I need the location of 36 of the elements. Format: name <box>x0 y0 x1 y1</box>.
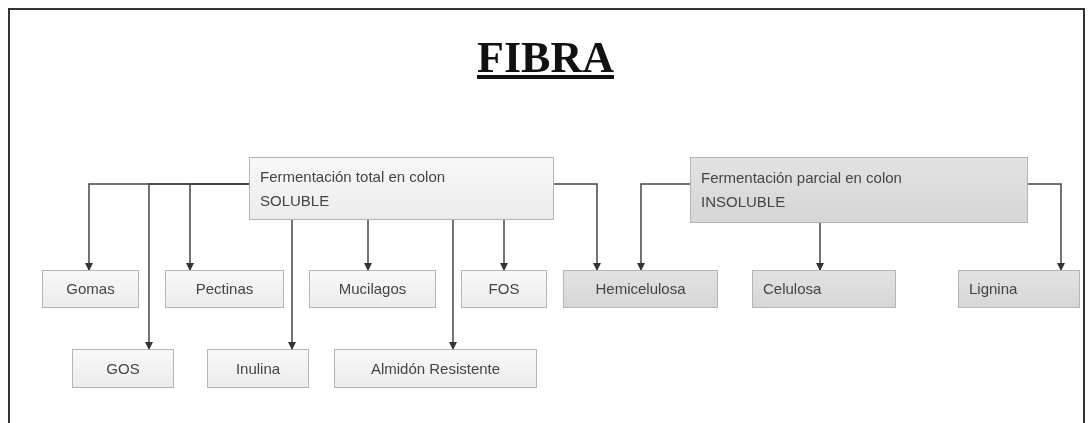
box-text: Pectinas <box>195 279 254 299</box>
category-box <box>334 349 537 388</box>
box-text: Fermentación parcial en colon <box>701 168 902 188</box>
box-text: Celulosa <box>763 279 822 299</box>
box-text: INSOLUBLE <box>701 192 786 212</box>
category-box <box>309 270 436 308</box>
connector-arrow <box>637 183 691 271</box>
connector-arrow <box>500 219 508 271</box>
category-box <box>249 157 554 220</box>
connector-arrow <box>364 219 372 271</box>
category-box <box>563 270 718 308</box>
category-box <box>752 270 896 308</box>
box-text: Almidón Resistente <box>370 358 501 379</box>
box-text: Hemicelulosa <box>595 279 686 299</box>
connector-arrow <box>449 219 457 350</box>
box-text: Lignina <box>969 279 1018 299</box>
box-text: SOLUBLE <box>260 190 330 211</box>
category-box <box>42 270 139 308</box>
box-text: FOS <box>488 279 520 299</box>
box-text: GOS <box>106 358 140 379</box>
category-box <box>958 270 1080 308</box>
connector-arrow <box>553 183 601 271</box>
connector-arrow <box>1027 183 1065 271</box>
box-text: Inulina <box>235 358 281 379</box>
category-box <box>207 349 309 388</box>
category-box <box>690 157 1028 223</box>
category-box <box>165 270 284 308</box>
diagram-title: FIBRA <box>476 32 615 83</box>
category-box <box>461 270 547 308</box>
connector-arrow <box>186 183 250 271</box>
box-text: Mucilagos <box>338 279 407 299</box>
category-box <box>72 349 174 388</box>
box-text: Gomas <box>66 279 115 299</box>
connector-arrow <box>288 219 296 350</box>
connector-arrow <box>816 222 824 271</box>
box-text: Fermentación total en colon <box>260 166 446 187</box>
